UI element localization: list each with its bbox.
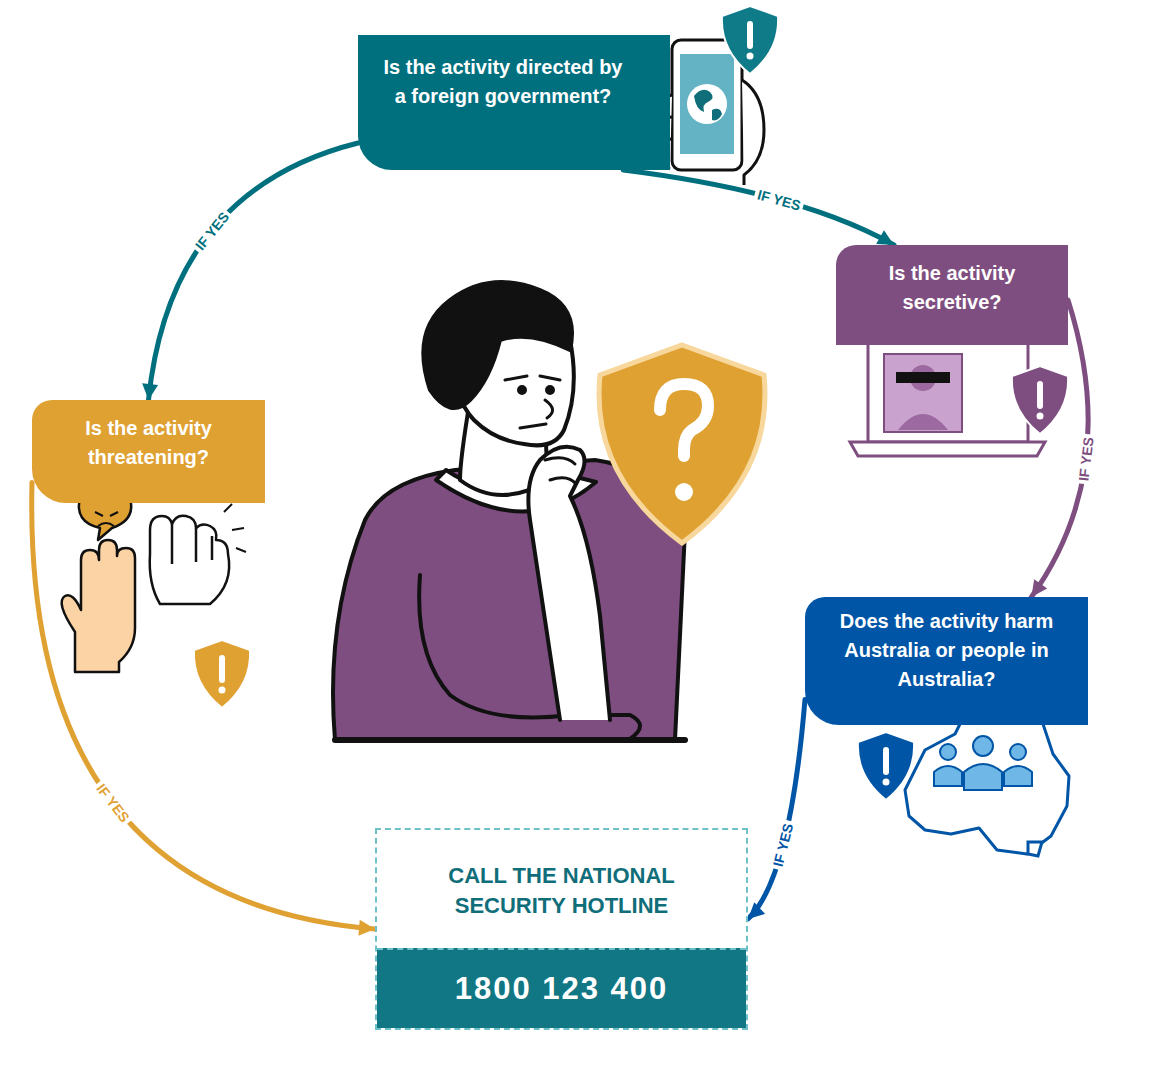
question-box: Is the activity directed by a foreign go…	[358, 35, 670, 170]
question-text: Is the activity threatening?	[42, 414, 255, 472]
thinking-person	[333, 282, 685, 740]
connector-line	[623, 170, 894, 245]
arrow-head	[876, 230, 894, 245]
laptop-icon	[850, 340, 1068, 456]
connector-arrow	[32, 482, 375, 935]
question-text: Is the activity secretive?	[846, 259, 1058, 317]
edge-label: IF YES	[1075, 433, 1097, 485]
edge-label: IF YES	[190, 206, 234, 255]
connector-arrow	[748, 699, 805, 919]
edge-label: IF YES	[91, 778, 134, 827]
question-text: Does the activity harm Australia or peop…	[815, 607, 1078, 694]
connector-line	[748, 699, 805, 919]
question-shield	[599, 345, 765, 543]
connector-arrow	[142, 143, 358, 400]
hotline-number: 1800 123 400	[377, 948, 746, 1028]
connector-arrow	[623, 170, 894, 245]
hotline-heading: CALL THE NATIONAL SECURITY HOTLINE	[377, 830, 746, 948]
edge-label: IF YES	[753, 185, 806, 214]
question-text: Is the activity directed by a foreign go…	[376, 53, 630, 111]
edge-label: IF YES	[769, 818, 797, 871]
arrow-head	[358, 920, 375, 936]
connector-line	[32, 482, 375, 929]
warning-shield	[722, 6, 778, 74]
arrow-head	[748, 902, 765, 919]
connector-line	[149, 143, 359, 400]
question-box: Is the activity threatening?	[32, 400, 265, 503]
arrow-head	[142, 383, 158, 400]
question-box: Does the activity harm Australia or peop…	[805, 597, 1088, 725]
arrow-head	[1031, 579, 1047, 597]
question-box: Is the activity secretive?	[836, 245, 1068, 345]
hotline-box: CALL THE NATIONAL SECURITY HOTLINE1800 1…	[375, 828, 748, 1030]
threat-icon	[62, 493, 250, 708]
